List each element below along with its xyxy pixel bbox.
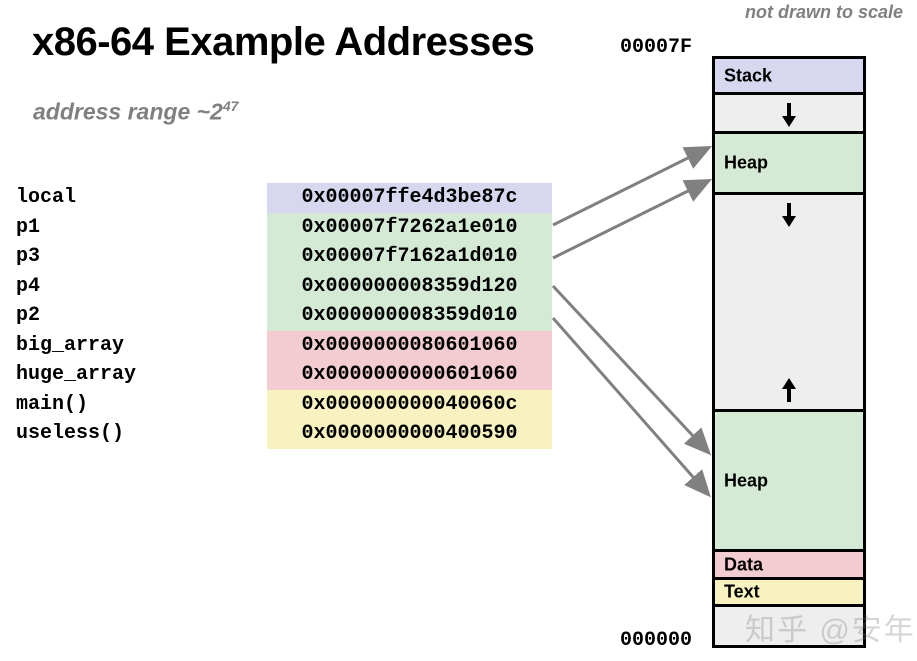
memory-block-data: Data	[715, 552, 863, 580]
table-row: big_array 0x0000000080601060	[0, 330, 560, 360]
memory-block-text: Text	[715, 580, 863, 607]
memory-block-unmapped-gap	[715, 195, 863, 412]
variable-name: huge_array	[16, 363, 137, 386]
memory-block-heap-lower: Heap	[715, 412, 863, 552]
variable-address: 0x000000008359d120	[267, 271, 552, 301]
variable-name: big_array	[16, 333, 125, 357]
watermark: 知乎 @安年	[745, 614, 916, 647]
variable-address: 0x00007f7162a1d010	[267, 242, 552, 272]
variable-address: 0x00007f7262a1e010	[267, 212, 552, 242]
variable-name: p2	[16, 304, 41, 327]
subtitle-exponent: 47	[222, 98, 239, 114]
table-row: p4 0x000000008359d120	[0, 271, 560, 301]
page-title: x86-64 Example Addresses	[32, 20, 535, 64]
memory-block-stack-growth-gap	[715, 95, 863, 134]
arrow-p4-to-heap-lower	[551, 284, 712, 456]
memory-block-label: Heap	[724, 152, 769, 173]
table-row: useless() 0x0000000000400590	[0, 419, 560, 449]
memory-block-label: Text	[724, 581, 760, 602]
address-table: local 0x00007ffe4d3be87c p1 0x00007f7262…	[0, 183, 560, 449]
variable-address: 0x00007ffe4d3be87c	[267, 183, 552, 213]
variable-name: useless()	[16, 422, 125, 445]
variable-name: local	[16, 186, 77, 209]
table-row: local 0x00007ffe4d3be87c	[0, 183, 560, 213]
variable-address: 0x000000000040060c	[267, 389, 552, 419]
variable-name: p3	[16, 245, 41, 268]
table-row: huge_array 0x0000000000601060	[0, 360, 560, 390]
diagram-bottom-address-label: 000000	[620, 629, 693, 652]
memory-layout-diagram: Stack Heap Heap Data	[712, 56, 866, 648]
table-row: p1 0x00007f7262a1e010	[0, 212, 560, 242]
arrow-down-icon	[782, 203, 796, 227]
page-subtitle: address range ~247	[33, 98, 238, 126]
subtitle-text: address range ~2	[33, 98, 223, 125]
diagram-top-address-label: 00007F	[620, 36, 693, 59]
arrow-up-icon	[782, 378, 796, 402]
table-row: p2 0x000000008359d010	[0, 301, 560, 331]
table-row: p3 0x00007f7162a1d010	[0, 242, 560, 272]
variable-address: 0x0000000000601060	[267, 360, 552, 390]
arrow-p3-to-heap-upper	[552, 178, 713, 260]
variable-name: p1	[16, 215, 41, 239]
memory-block-label: Heap	[724, 470, 769, 490]
variable-name: main()	[16, 392, 89, 416]
memory-block-label: Stack	[724, 65, 773, 85]
memory-block-stack: Stack	[715, 59, 863, 95]
variable-address: 0x0000000000400590	[267, 419, 552, 449]
arrow-down-icon	[782, 103, 796, 127]
memory-block-heap-upper: Heap	[715, 134, 863, 195]
arrow-p2-to-heap-lower	[551, 317, 711, 498]
arrow-p1-to-heap-upper	[552, 145, 713, 227]
table-row: main() 0x000000000040060c	[0, 389, 560, 419]
variable-address: 0x000000008359d010	[267, 301, 552, 331]
not-to-scale-note: not drawn to scale	[744, 2, 903, 22]
variable-address: 0x0000000080601060	[267, 330, 552, 360]
variable-name: p4	[16, 274, 41, 298]
memory-block-reserved	[715, 607, 863, 645]
memory-block-label: Data	[724, 554, 764, 574]
